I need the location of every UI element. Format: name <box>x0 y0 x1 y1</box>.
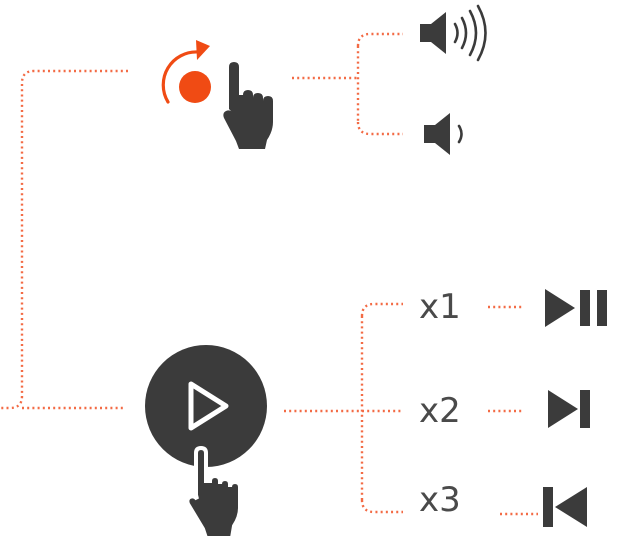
x1-label: x1 <box>419 287 461 327</box>
connector-lines <box>0 32 538 516</box>
connector-press-branch <box>284 302 403 514</box>
pointing-hand-icon <box>185 445 242 540</box>
play-pause-icon <box>545 289 607 327</box>
rotate-arrow-icon <box>161 50 200 104</box>
next-track-icon <box>548 390 590 428</box>
rotate-arrowhead-icon <box>196 40 210 60</box>
connector-volume-branch <box>292 32 403 136</box>
volume-down-icon <box>424 113 463 155</box>
x3-label: x3 <box>419 480 461 520</box>
play-triangle-icon <box>188 381 229 431</box>
pointing-hand-icon <box>223 62 273 149</box>
rotate-gesture-icon <box>161 40 273 149</box>
connector-gesture-link <box>0 69 128 410</box>
previous-track-icon <box>543 487 587 527</box>
volume-up-icon <box>420 4 487 62</box>
x2-label: x2 <box>419 391 461 431</box>
play-button-touch-icon <box>145 345 267 540</box>
touch-dot-icon <box>179 71 211 103</box>
play-button-circle <box>145 345 267 467</box>
